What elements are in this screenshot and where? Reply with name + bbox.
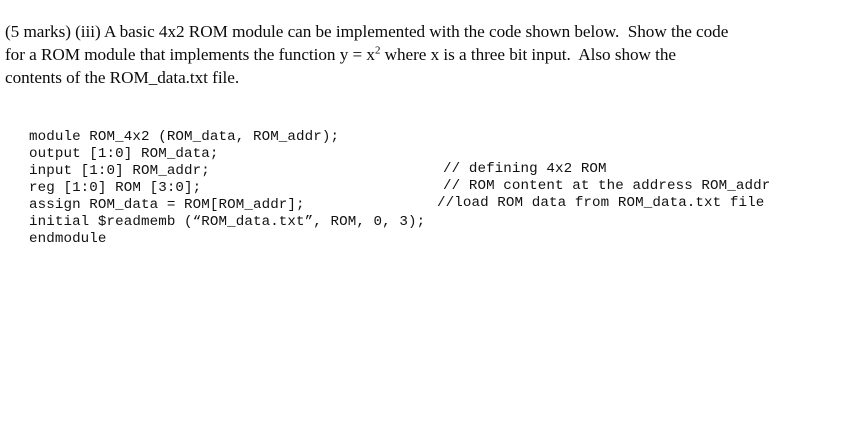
question-line-2: for a ROM module that implements the fun… [5, 43, 805, 66]
exponent-superscript: 2 [374, 44, 381, 57]
code-line: initial $readmemb (“ROM_data.txt”, ROM, … [5, 195, 845, 230]
code-line: input [1:0] ROM_addr; [5, 144, 845, 179]
code-line-comment: // ROM content at the address ROM_addr [443, 178, 771, 194]
code-line-text: reg [1:0] ROM [3:0]; [29, 180, 202, 196]
question-line-2-text: for a ROM module that implements the fun… [5, 45, 375, 64]
code-line-text: assign ROM_data = ROM[ROM_addr]; [29, 197, 305, 213]
code-line: reg [1:0] ROM [3:0]; // defining 4x2 ROM [5, 161, 845, 196]
code-line-text: output [1:0] ROM_data; [29, 146, 219, 162]
question-line-2-tail: where x is a three bit input. Also show … [380, 45, 677, 64]
code-line-text: input [1:0] ROM_addr; [29, 163, 210, 179]
code-line-text: endmodule [29, 231, 107, 247]
code-line-comment: //load ROM data from ROM_data.txt file [437, 195, 765, 211]
question-line-3: contents of the ROM_data.txt file. [5, 68, 240, 87]
question-line-1: (5 marks) (iii) A basic 4x2 ROM module c… [5, 22, 729, 41]
question-paragraph: (5 marks) (iii) A basic 4x2 ROM module c… [5, 20, 805, 89]
code-line-comment: // defining 4x2 ROM [443, 161, 607, 177]
code-line-text: initial $readmemb (“ROM_data.txt”, ROM, … [29, 214, 426, 230]
code-line: module ROM_4x2 (ROM_data, ROM_addr); [5, 110, 845, 145]
code-line: assign ROM_data = ROM[ROM_addr]; // ROM … [5, 178, 845, 213]
code-line: output [1:0] ROM_data; [5, 127, 845, 162]
verilog-code-block: module ROM_4x2 (ROM_data, ROM_addr); out… [5, 110, 845, 247]
code-line: endmodule [5, 212, 845, 247]
code-line-text: module ROM_4x2 (ROM_data, ROM_addr); [29, 129, 340, 145]
